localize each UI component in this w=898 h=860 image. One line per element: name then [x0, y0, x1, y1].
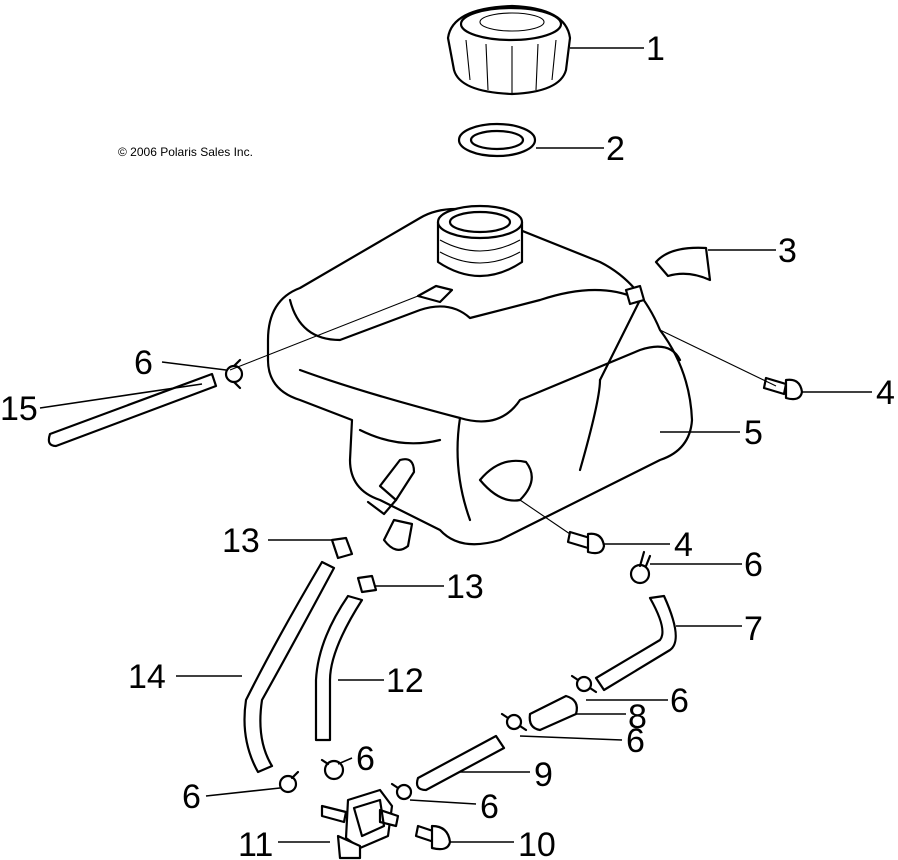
callout-4: 4 — [876, 374, 895, 412]
callout-9: 9 — [534, 756, 553, 794]
mount-screw-upper — [762, 376, 804, 401]
hose-clamp — [320, 758, 345, 781]
hose-clip-13-upper — [330, 536, 354, 560]
callout-7: 7 — [744, 610, 763, 648]
fuel-hose-14 — [243, 560, 336, 774]
callout-6: 6 — [480, 788, 499, 826]
callout-5: 5 — [744, 414, 763, 452]
leader-lines — [39, 47, 872, 843]
fuel-tank — [266, 204, 694, 551]
callout-10: 10 — [518, 826, 556, 860]
callout-6: 6 — [182, 778, 201, 816]
fuel-filter — [528, 694, 578, 732]
callout-15: 15 — [0, 390, 38, 428]
callout-6: 6 — [134, 344, 153, 382]
cap-gasket — [457, 122, 537, 158]
fuel-hose-7 — [594, 594, 677, 692]
fuel-valve — [320, 788, 400, 860]
callout-2: 2 — [606, 130, 625, 168]
hose-clamp — [278, 770, 300, 794]
hose-clip-13-lower — [356, 574, 378, 594]
hose-clamp — [224, 358, 244, 390]
hose-clamp — [570, 674, 598, 694]
callout-3: 3 — [778, 232, 797, 270]
callout-11: 11 — [238, 826, 273, 860]
callout-14: 14 — [128, 658, 166, 696]
callout-13: 13 — [222, 522, 260, 560]
fuel-cap — [446, 4, 572, 96]
callout-12: 12 — [386, 662, 424, 700]
mount-screw-lower — [566, 530, 606, 555]
valve-screw — [414, 824, 452, 851]
tank-pad — [654, 246, 712, 282]
callout-6: 6 — [744, 546, 763, 584]
callout-4: 4 — [674, 526, 693, 564]
callout-8: 8 — [628, 698, 647, 736]
callout-1: 1 — [646, 30, 665, 68]
hose-clamp — [500, 712, 528, 732]
callout-6: 6 — [626, 722, 645, 760]
vent-hose — [47, 372, 218, 448]
callout-6: 6 — [356, 740, 375, 778]
hose-clamp — [629, 550, 652, 585]
copyright-text: © 2006 Polaris Sales Inc. — [118, 145, 253, 159]
callout-6: 6 — [670, 682, 689, 720]
fuel-hose-12 — [314, 594, 364, 742]
hose-clamp — [390, 782, 413, 801]
callout-13: 13 — [446, 568, 484, 606]
fuel-hose-9 — [415, 734, 506, 792]
